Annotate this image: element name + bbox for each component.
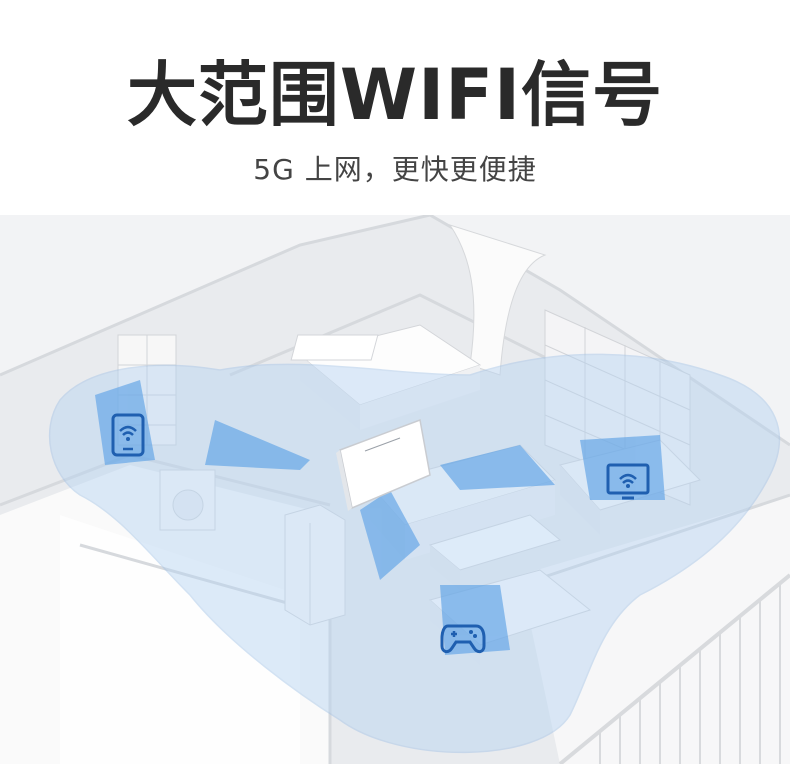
balcony-fence <box>558 573 790 764</box>
coffee-table <box>428 514 562 590</box>
page-title: 大范围WIFI信号 <box>126 54 664 136</box>
curtain <box>448 224 547 376</box>
gamepad-icon <box>440 624 486 654</box>
signal-wedges <box>95 380 665 655</box>
smartphone-wifi-icon <box>111 413 145 457</box>
washing-machine <box>159 469 216 531</box>
router-device <box>336 418 431 511</box>
fridge <box>284 504 346 626</box>
page-subtitle: 5G 上网，更快更便捷 <box>253 153 537 186</box>
floorplan-illustration <box>0 215 790 764</box>
bed <box>290 324 482 430</box>
header-section: 大范围WIFI信号 5G 上网，更快更便捷 <box>0 0 790 215</box>
monitor-wifi-icon <box>606 463 650 500</box>
